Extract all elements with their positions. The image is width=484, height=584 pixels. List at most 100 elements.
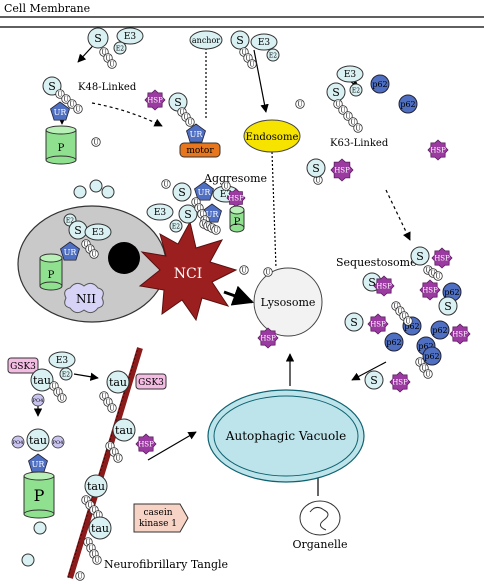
- hsp-chaperone: HSP: [389, 371, 411, 393]
- ubiquitin: U: [221, 181, 231, 191]
- endosome: [243, 119, 301, 153]
- e2-text: E2: [172, 224, 180, 231]
- ubiquitin-text: U: [183, 115, 188, 122]
- p62-protein: p62: [422, 346, 442, 366]
- arrow-gsk3-to-tangle: [73, 372, 99, 381]
- e2-enzyme: E2: [169, 219, 183, 233]
- anchor-protein: [189, 30, 223, 50]
- k63-label: K63-Linked: [330, 138, 389, 149]
- ubiquitin-text: U: [87, 503, 92, 510]
- autophagic-vacuole: [207, 389, 365, 483]
- p62-protein: p62: [430, 320, 450, 340]
- tau-protein: tau: [30, 368, 54, 392]
- free-substrate-dot: [101, 185, 115, 199]
- ubiquitin-text: U: [193, 200, 198, 207]
- substrate-protein: S: [438, 296, 458, 316]
- ubiquitin-text: U: [297, 102, 302, 109]
- substrate-text: S: [350, 316, 358, 329]
- ubiquitin-text: U: [350, 120, 355, 127]
- substrate-text: S: [178, 186, 186, 199]
- ubiquitin-text: U: [425, 268, 430, 275]
- hsp-chaperone: HSP: [330, 158, 354, 182]
- ubiquitin: U: [211, 225, 221, 235]
- ubiquitin-text: U: [397, 309, 402, 316]
- ubiquitin-receptor: UR: [194, 181, 214, 201]
- ubiquitin-text: U: [223, 184, 228, 191]
- e3-text: E3: [258, 38, 271, 48]
- ubiquitin-text: U: [435, 274, 440, 281]
- organelle-label: Organelle: [292, 538, 347, 551]
- ubiquitin-text: U: [77, 574, 82, 581]
- sequestosome-label: Sequestosome: [336, 256, 417, 269]
- hsp-chaperone: HSP: [226, 188, 246, 208]
- ubiquitin-text: U: [105, 56, 110, 63]
- p62-text: p62: [424, 352, 439, 361]
- nii-label: NII: [76, 292, 96, 306]
- hsp-text: HSP: [430, 147, 446, 155]
- hsp-text: HSP: [392, 379, 408, 387]
- e2-enzyme: E2: [113, 41, 127, 55]
- arrow-k63-to-sequestosome: [385, 189, 411, 241]
- hsp-chaperone: HSP: [431, 247, 453, 269]
- motor-protein: [179, 142, 221, 158]
- ubiquitin-text: U: [315, 178, 320, 185]
- e3-text: E3: [154, 208, 167, 218]
- ubiquitin: U: [55, 89, 65, 99]
- hsp-text: HSP: [260, 335, 276, 343]
- hsp-text: HSP: [147, 97, 163, 105]
- ubiquitin-text: U: [91, 508, 96, 515]
- ubiquitin: U: [57, 393, 67, 403]
- gsk3-kinase: GSK3: [135, 373, 167, 390]
- endosome-to-lysosome-dotted: [271, 151, 277, 269]
- proteasome-text: P: [58, 143, 65, 154]
- e3-text: E3: [56, 356, 69, 366]
- free-substrate-dot: [89, 179, 103, 193]
- proteasome-text: P: [34, 486, 45, 505]
- ubiquitin-receptor: UR: [186, 123, 206, 143]
- arrow-sequestosome-to-vacuole: [351, 361, 387, 381]
- ur-text: UR: [198, 188, 212, 197]
- substrate-protein: S: [178, 204, 198, 224]
- hsp-chaperone: HSP: [373, 275, 395, 297]
- ubiquitin-text: U: [91, 252, 96, 259]
- ubiquitin-text: U: [417, 360, 422, 367]
- ubiquitin: U: [107, 403, 117, 413]
- po4-text: PO4: [53, 440, 64, 446]
- nci-label: NCI: [174, 266, 203, 282]
- casein-kinase-label-line2: kinase 1: [139, 519, 177, 529]
- nucleolus: [108, 242, 140, 274]
- p62-protein: p62: [370, 74, 390, 94]
- p62-text: p62: [404, 322, 419, 331]
- gsk3-text: GSK3: [138, 378, 164, 388]
- tau-protein: tau: [84, 474, 108, 498]
- hsp-text: HSP: [138, 441, 154, 449]
- ubiquitin-text: U: [340, 108, 345, 115]
- p62-text: p62: [400, 100, 415, 109]
- e3-ligase: E3: [146, 203, 174, 221]
- substrate-protein: S: [364, 370, 384, 390]
- e2-text: E2: [66, 218, 74, 225]
- e3-text: E3: [124, 32, 137, 42]
- p62-text: p62: [386, 338, 401, 347]
- hsp-text: HSP: [376, 283, 392, 291]
- e3-ligase: E3: [116, 27, 144, 45]
- motor-label: motor: [186, 146, 214, 156]
- substrate-protein: S: [306, 158, 326, 178]
- ubiquitin-text: U: [179, 110, 184, 117]
- e3-text: E3: [92, 228, 105, 238]
- p62-protein: p62: [384, 332, 404, 352]
- ubiquitin-text: U: [63, 97, 68, 104]
- ubiquitin-text: U: [57, 92, 62, 99]
- substrate-text: S: [370, 374, 378, 387]
- substrate-protein: S: [87, 27, 109, 49]
- ubiquitin-text: U: [249, 62, 254, 69]
- ubiquitin-text: U: [101, 394, 106, 401]
- gsk3-text: GSK3: [10, 362, 36, 372]
- ubiquitin-text: U: [199, 212, 204, 219]
- p62-text: p62: [418, 342, 433, 351]
- ubiquitin-text: U: [83, 242, 88, 249]
- ubiquitin-text: U: [115, 456, 120, 463]
- ubiquitin-text: U: [85, 540, 90, 547]
